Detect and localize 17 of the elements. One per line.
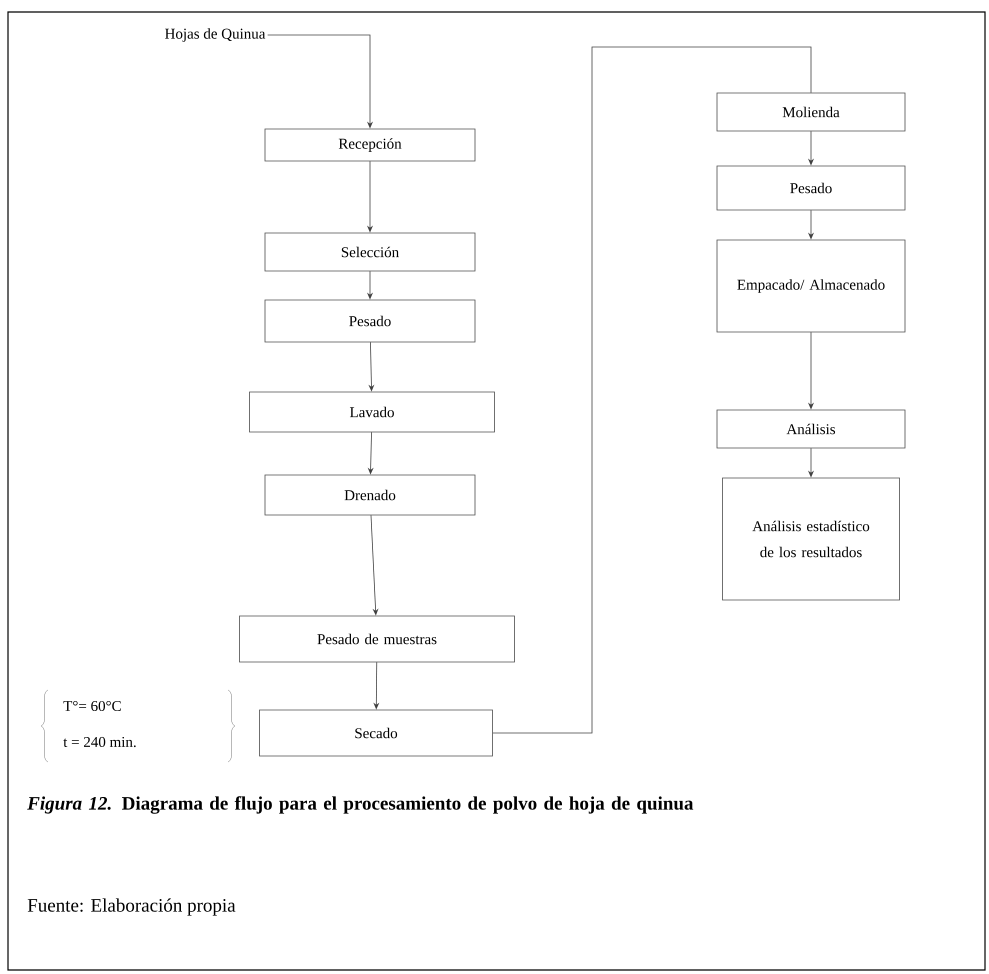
process-box: Pesado de muestras [239, 616, 515, 662]
process-box: Secado [259, 710, 493, 756]
condition-text: T°= 60°C [63, 700, 121, 712]
process-box: Lavado [249, 392, 495, 432]
process-box: Molienda [716, 92, 906, 132]
condition-text: t = 240 min. [63, 736, 136, 748]
source-note: Fuente: Elaboración propia [28, 898, 236, 916]
process-box: Selección [264, 232, 476, 272]
process-box: Análisis [716, 410, 906, 448]
caption: Figura 12. Diagrama de flujo para el procesamiento de polvo de hoja de quinua [27, 796, 694, 814]
process-box: Drenado [264, 474, 476, 516]
process-box: Pesado [264, 300, 476, 342]
process-box: Pesado [716, 166, 906, 210]
process-box: Análisis estadístico de los resultados [722, 478, 900, 600]
process-box: Empacado/ Almacenado [716, 240, 906, 332]
process-box: Recepción [264, 128, 476, 162]
start-label: Hojas de Quinua [165, 28, 266, 42]
